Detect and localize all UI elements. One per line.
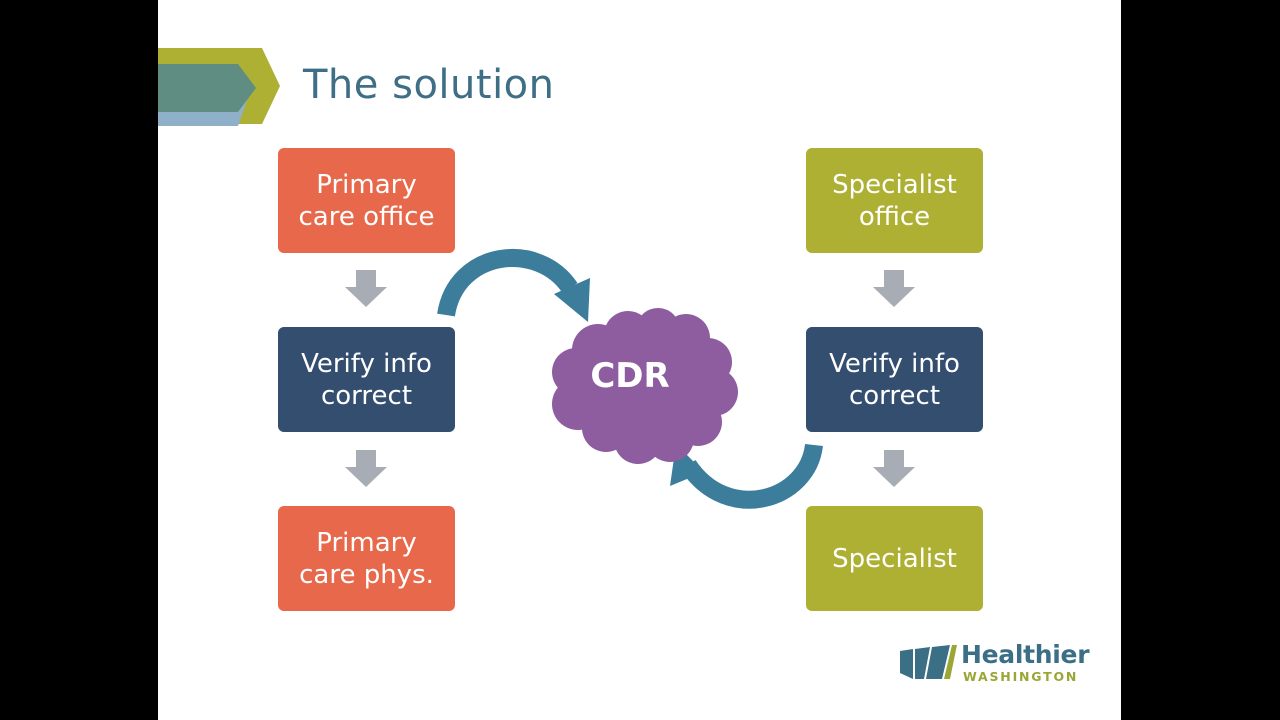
- down-arrow-right-1: [873, 270, 915, 307]
- slide: The solution: [158, 0, 1121, 720]
- slide-title: The solution: [303, 62, 555, 108]
- down-arrow-left-2: [345, 450, 387, 487]
- specialist-office-box: Specialist office: [806, 148, 983, 253]
- primary-care-office-box: Primary care office: [278, 148, 455, 253]
- curved-arrow-from-cdr: [680, 443, 823, 509]
- title-accent-chevron: [158, 48, 280, 126]
- logo-name: Healthier: [961, 640, 1090, 669]
- cdr-cloud: [552, 308, 738, 464]
- verify-info-left-box: Verify info correct: [278, 327, 455, 432]
- logo-subtitle: WASHINGTON: [963, 669, 1079, 684]
- cdr-label: CDR: [590, 356, 670, 396]
- curved-arrow-to-cdr-head: [554, 278, 590, 322]
- down-arrow-left-1: [345, 270, 387, 307]
- healthier-washington-logo-icon: [900, 645, 957, 679]
- down-arrow-right-2: [873, 450, 915, 487]
- primary-care-phys-box: Primary care phys.: [278, 506, 455, 611]
- verify-info-right-box: Verify info correct: [806, 327, 983, 432]
- flow-connectors: [345, 249, 915, 509]
- curved-arrow-to-cdr: [437, 249, 578, 317]
- specialist-box: Specialist: [806, 506, 983, 611]
